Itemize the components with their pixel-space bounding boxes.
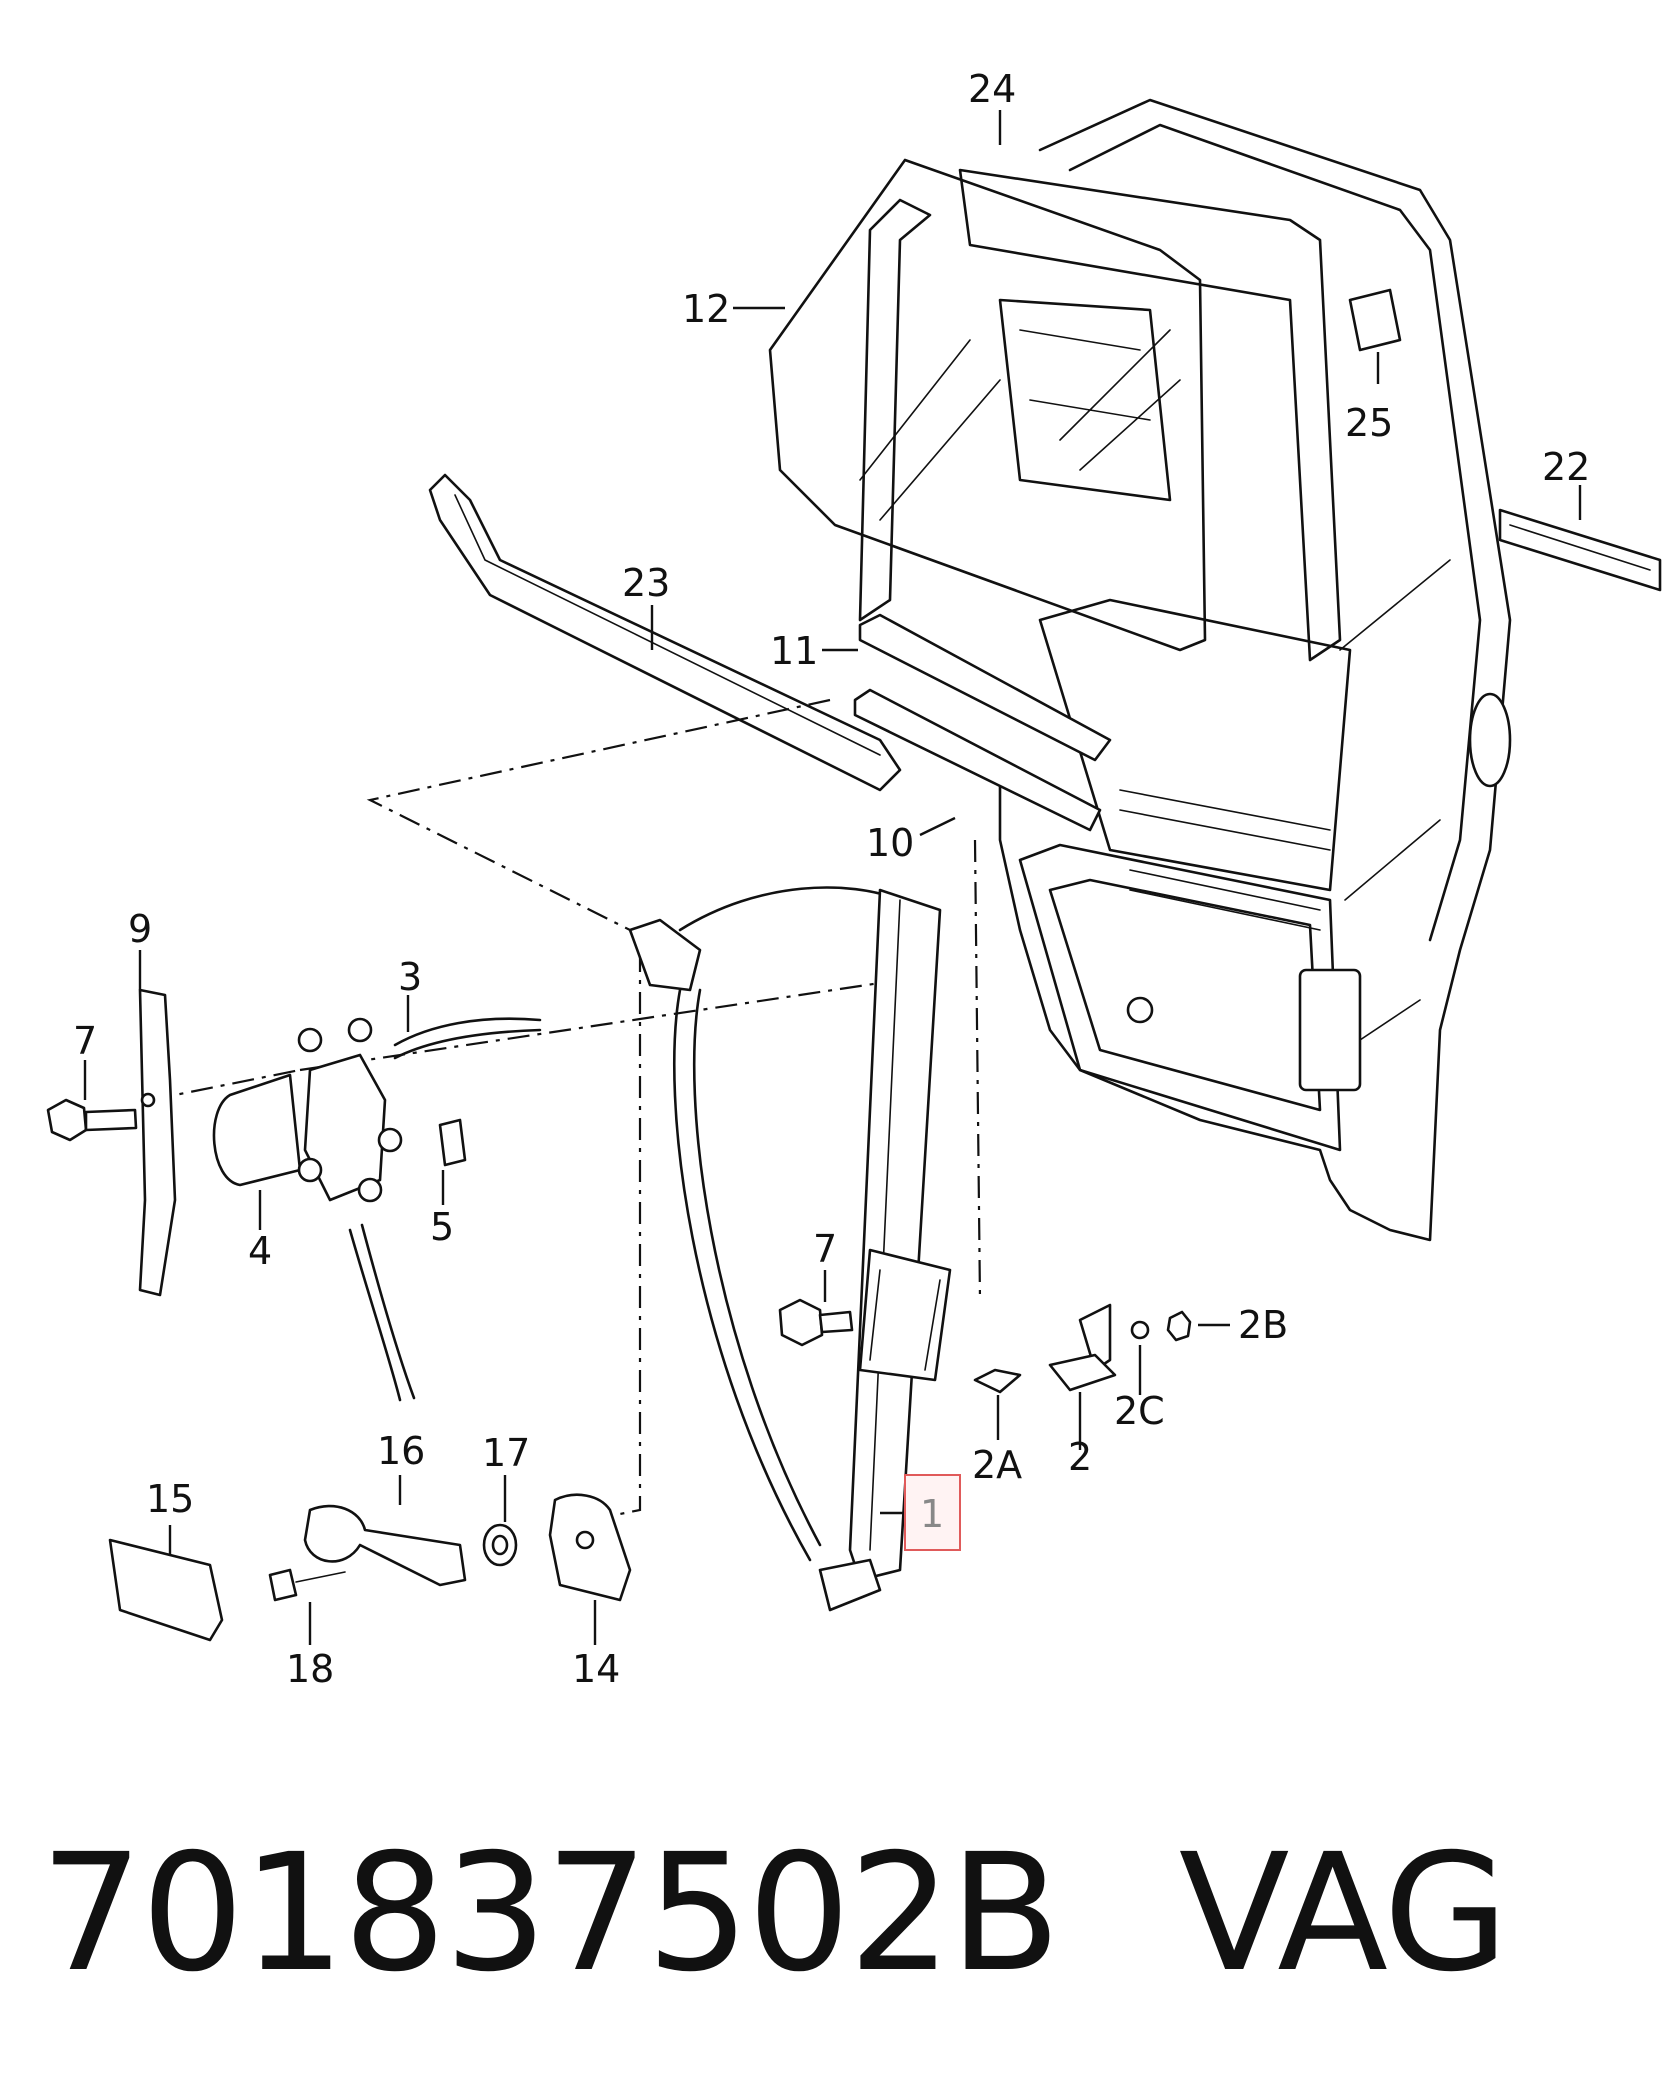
window-regulator: [628, 886, 952, 1612]
callout-3: 3: [398, 955, 422, 999]
callout-labels: 24 12 25 22 23 11 10 9 3 7 4 5 7 2B 2C 2…: [73, 67, 1590, 1691]
callout-9: 9: [128, 907, 152, 951]
callout-1: 1: [920, 1492, 944, 1536]
callout-7-regulator: 7: [813, 1227, 837, 1271]
belt-moulding: [853, 613, 1112, 832]
callout-10: 10: [866, 821, 914, 865]
callout-11: 11: [770, 629, 818, 673]
callout-2: 2: [1068, 1435, 1092, 1479]
brand-name: VAG: [1178, 1820, 1509, 2008]
callout-22: 22: [1542, 445, 1590, 489]
motor-assembly: [46, 988, 542, 1402]
callout-5: 5: [430, 1205, 454, 1249]
callout-2B: 2B: [1238, 1303, 1288, 1347]
leader-lines: [83, 110, 1582, 1645]
bolt-7-regulator: [778, 1298, 854, 1347]
callout-23: 23: [622, 561, 670, 605]
callout-4: 4: [248, 1229, 272, 1273]
callout-7-motor: 7: [73, 1019, 97, 1063]
callout-24: 24: [968, 67, 1016, 111]
callout-15: 15: [146, 1477, 194, 1521]
callout-16: 16: [377, 1429, 425, 1473]
callout-25: 25: [1345, 401, 1393, 445]
part-number: 701837502B: [40, 1820, 1061, 2008]
callout-2C: 2C: [1114, 1389, 1165, 1433]
window-glass: [768, 158, 1207, 652]
callout-18: 18: [286, 1647, 334, 1691]
handle-assembly: [108, 1493, 632, 1642]
part-footer: 701837502B VAG: [40, 1820, 1509, 2008]
callout-17: 17: [482, 1431, 530, 1475]
callout-14: 14: [572, 1647, 620, 1691]
seal-strip: [428, 473, 902, 792]
highlight-box: [904, 1474, 961, 1551]
door-shell: [858, 98, 1662, 1242]
callout-2A: 2A: [972, 1443, 1022, 1487]
bracket-2-assembly: [973, 1303, 1192, 1394]
callout-12: 12: [682, 287, 730, 331]
